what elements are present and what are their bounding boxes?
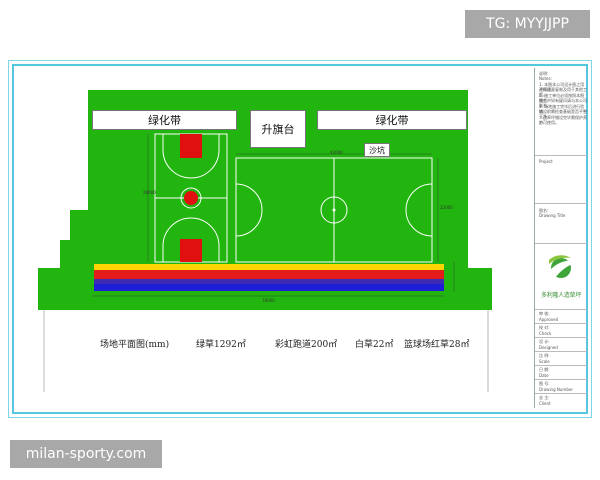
row-cn: 设 计: [539,339,550,344]
notes-line: 3. 场地施工完毕后进行验收, [539,104,585,114]
title-block-row: 比 例: Scale [535,352,587,366]
title-block-row: 设 计: Designed [535,338,587,352]
caption-green-grass: 绿草1292㎡ [196,340,246,350]
row-en: Approved [539,317,559,322]
company-logo-icon [547,255,579,278]
row-cn: 图 号: [539,381,550,386]
notes-line: 2. 施工单位必须按照本图施工, [539,93,585,103]
row-cn: 比 例: [539,353,550,358]
company-name: 多利隆人造草坪 [541,292,581,299]
drawing-inner-frame [12,64,588,414]
caption-area [44,310,488,392]
dim-label-court-length: 28000 [143,190,156,195]
track-stripe-red [94,270,444,279]
dimension-lines [92,134,455,297]
drawing-title-cn: 图名: [539,208,549,213]
track-stripe-yellow [94,264,444,270]
notes-sub: Notes: [539,76,552,81]
row-cn: 校 对: [539,325,550,330]
dim-label-pitch-height: 22000 [440,205,453,210]
caption-rainbow-track: 彩虹跑道200㎡ [275,340,338,350]
drawing-outer-frame [8,60,592,418]
title-block-row: 审 核: Approved [535,310,587,324]
row-en: Designed [539,345,558,350]
notes-label: 说明: [539,71,549,76]
notes-line: 方可使用。 [539,120,559,125]
sandpit: 沙坑 [364,143,390,157]
court-key-top [180,134,202,158]
watermark-top: TG: MYYJJPP [465,10,590,38]
greenbelt-right: 绿化带 [317,110,467,130]
flag-platform: 升旗台 [250,110,306,148]
notes-line: 不得随意复制及用于其他工程。 [539,87,587,97]
pitch-center-spot [332,208,336,212]
watermark-bottom: milan-sporty.com [10,440,162,468]
title-block-logo: 多利隆人造草坪 [535,244,587,310]
notes-line: 图纸中如有疑问请与本公司联系, [539,98,587,108]
title-block: 说明: Notes: 1. 本图本公司设计图之用途标注, 不得随意复制及用于其他… [534,68,587,408]
title-block-row: 日 期: Date [535,366,587,380]
row-en: Client [539,401,551,406]
title-block-row: 校 对: Check [535,324,587,338]
row-en: Drawing Number [539,387,573,392]
green-field-step-1 [70,210,90,310]
caption-court-red-grass: 篮球场红草28㎡ [404,340,470,350]
dim-label-pitch-width: 42000 [330,150,343,155]
title-block-row: 业 主: Client [535,394,587,408]
greenbelt-left: 绿化带 [92,110,237,130]
title-block-row: 图 号: Drawing Number [535,380,587,394]
notes-line: 人造草坪铺设完毕需保护养护, [539,115,587,125]
dim-label-total: 78000 [262,298,275,303]
row-en: Check [539,331,552,336]
row-en: Date [539,373,549,378]
row-cn: 审 核: [539,311,550,316]
drawing-title-en: Drawing Title [539,213,566,218]
title-block-notes: 说明: Notes: 1. 本图本公司设计图之用途标注, 不得随意复制及用于其他… [535,68,587,156]
notes-line: 铺设前需检查基础是否平整干净, [539,109,587,119]
track-stripe-purple [94,279,444,284]
notes-line: 1. 本图本公司设计图之用途标注, [539,82,585,92]
green-field-step-2 [60,240,72,310]
football-pitch [235,157,433,263]
caption-white-grass: 白草22㎡ [355,340,394,350]
project-label: Project [539,159,553,164]
row-en: Scale [539,359,550,364]
row-cn: 业 主: [539,395,550,400]
row-cn: 日 期: [539,367,550,372]
track-stripe-blue [94,284,444,291]
court-key-bottom [180,239,202,262]
caption-plan-label: 场地平面图(mm) [100,340,170,350]
title-block-drawing-title: 图名: Drawing Title [535,204,587,244]
title-block-project: Project [535,156,587,204]
court-center-circle [184,191,198,205]
